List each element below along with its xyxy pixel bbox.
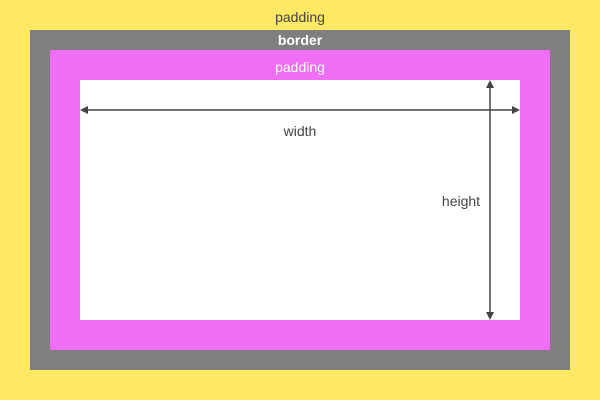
width-label: width xyxy=(283,123,317,139)
inner-padding-label: padding xyxy=(275,59,325,75)
height-arrow-top-head xyxy=(486,80,494,88)
width-arrow-left-head xyxy=(80,106,88,114)
height-arrow-bottom-head xyxy=(486,312,494,320)
outer-padding-label: padding xyxy=(275,9,325,25)
height-label: height xyxy=(441,193,481,209)
content-area xyxy=(80,80,520,320)
border-label: border xyxy=(277,32,323,48)
width-arrow-right-head xyxy=(512,106,520,114)
